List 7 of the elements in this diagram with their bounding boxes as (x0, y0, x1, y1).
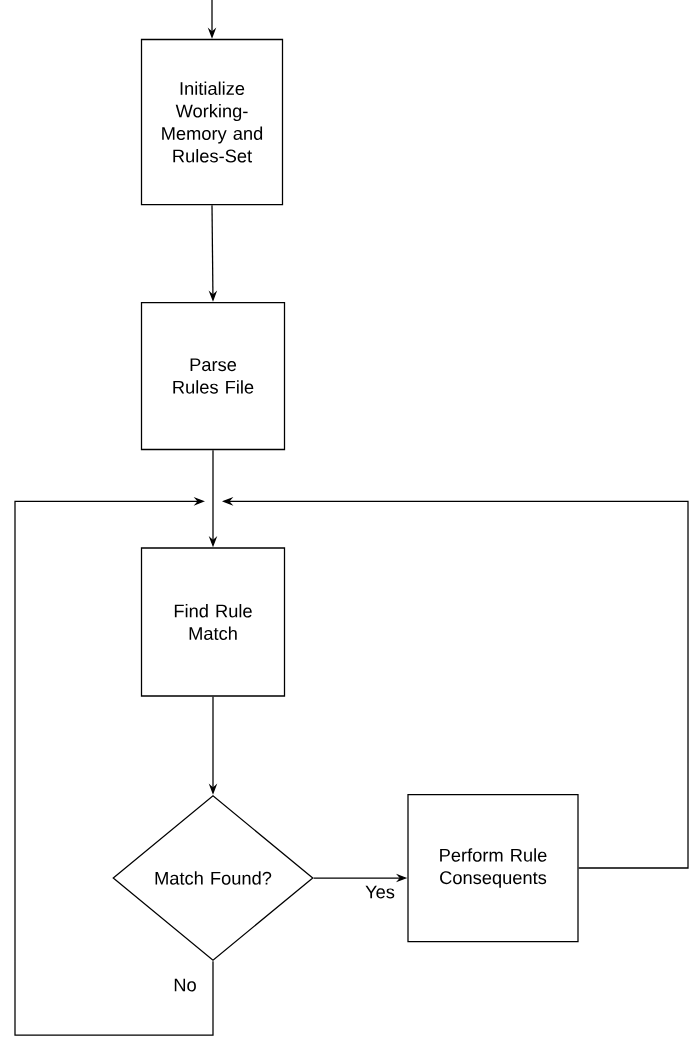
process-box: Initialize Working-Memory and Rules-Set (140, 38, 284, 206)
edge-label: No (171, 977, 199, 993)
arrow (14, 497, 214, 1036)
process-box: Perform Rule Consequents (407, 793, 579, 943)
process-box: Find Rule Match (140, 547, 286, 697)
process-box: Parse Rules File (140, 301, 286, 451)
edge-label: Yes (363, 884, 397, 900)
